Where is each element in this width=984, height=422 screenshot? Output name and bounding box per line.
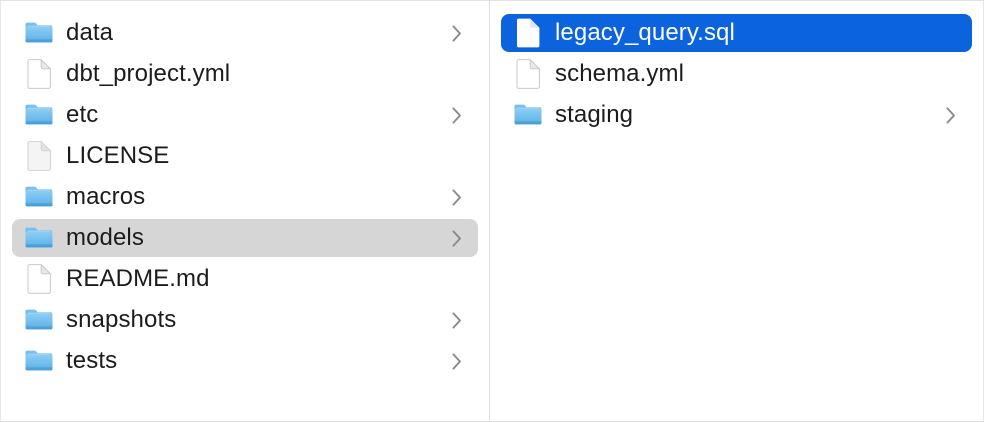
chevron-right-icon[interactable] bbox=[944, 104, 958, 126]
document-icon-glyph bbox=[27, 264, 51, 294]
file-row[interactable]: schema.yml bbox=[501, 55, 972, 93]
chevron-right-icon-glyph bbox=[452, 311, 461, 329]
file-name: schema.yml bbox=[555, 60, 685, 87]
folder-row[interactable]: snapshots bbox=[12, 301, 478, 339]
folder-row[interactable]: etc bbox=[12, 96, 478, 134]
folder-icon-glyph bbox=[25, 186, 53, 207]
folder-icon-glyph bbox=[25, 309, 53, 330]
folder-name: snapshots bbox=[66, 306, 177, 333]
file-row[interactable]: legacy_query.sql bbox=[501, 14, 972, 52]
folder-icon-glyph bbox=[25, 22, 53, 43]
chevron-right-icon-glyph bbox=[452, 188, 461, 206]
file-row[interactable]: LICENSE bbox=[12, 137, 478, 175]
chevron-right-icon[interactable] bbox=[450, 186, 464, 208]
folder-icon-glyph bbox=[25, 350, 53, 371]
document-icon bbox=[24, 264, 54, 294]
folder-name: etc bbox=[66, 101, 99, 128]
file-name: legacy_query.sql bbox=[555, 19, 735, 46]
file-name: README.md bbox=[66, 265, 210, 292]
file-name: dbt_project.yml bbox=[66, 60, 231, 87]
folder-icon-glyph bbox=[25, 104, 53, 125]
file-row[interactable]: dbt_project.yml bbox=[12, 55, 478, 93]
file-row[interactable]: README.md bbox=[12, 260, 478, 298]
folder-name: staging bbox=[555, 101, 634, 128]
chevron-right-icon-glyph bbox=[452, 106, 461, 124]
document-icon-glyph bbox=[516, 59, 540, 89]
folder-name: models bbox=[66, 224, 144, 251]
folder-row[interactable]: data bbox=[12, 14, 478, 52]
folder-row[interactable]: tests bbox=[12, 342, 478, 380]
document-icon bbox=[24, 59, 54, 89]
folder-row[interactable]: staging bbox=[501, 96, 972, 134]
folder-icon-glyph bbox=[514, 104, 542, 125]
folder-name: tests bbox=[66, 347, 118, 374]
document-icon bbox=[513, 18, 543, 48]
chevron-right-icon-glyph bbox=[452, 24, 461, 42]
folder-row[interactable]: models bbox=[12, 219, 478, 257]
folder-name: data bbox=[66, 19, 114, 46]
chevron-right-icon[interactable] bbox=[450, 309, 464, 331]
folder-icon bbox=[513, 100, 543, 130]
folder-row[interactable]: macros bbox=[12, 178, 478, 216]
chevron-right-icon[interactable] bbox=[450, 104, 464, 126]
file-name: LICENSE bbox=[66, 142, 170, 169]
document-plain-icon bbox=[24, 141, 54, 171]
document-icon bbox=[513, 59, 543, 89]
folder-icon bbox=[24, 305, 54, 335]
chevron-right-icon[interactable] bbox=[450, 22, 464, 44]
document-icon-glyph bbox=[27, 59, 51, 89]
folder-icon bbox=[24, 182, 54, 212]
child-column[interactable]: legacy_query.sql schema.yml staging bbox=[490, 1, 983, 421]
folder-icon bbox=[24, 346, 54, 376]
chevron-right-icon[interactable] bbox=[450, 350, 464, 372]
folder-icon bbox=[24, 100, 54, 130]
chevron-right-icon-glyph bbox=[452, 229, 461, 247]
chevron-right-icon-glyph bbox=[452, 352, 461, 370]
chevron-right-icon-glyph bbox=[946, 106, 955, 124]
folder-icon bbox=[24, 223, 54, 253]
document-icon-glyph bbox=[516, 18, 539, 48]
document-icon-glyph bbox=[27, 141, 51, 171]
folder-name: macros bbox=[66, 183, 146, 210]
folder-icon bbox=[24, 18, 54, 48]
folder-icon-glyph bbox=[25, 227, 53, 248]
chevron-right-icon[interactable] bbox=[450, 227, 464, 249]
